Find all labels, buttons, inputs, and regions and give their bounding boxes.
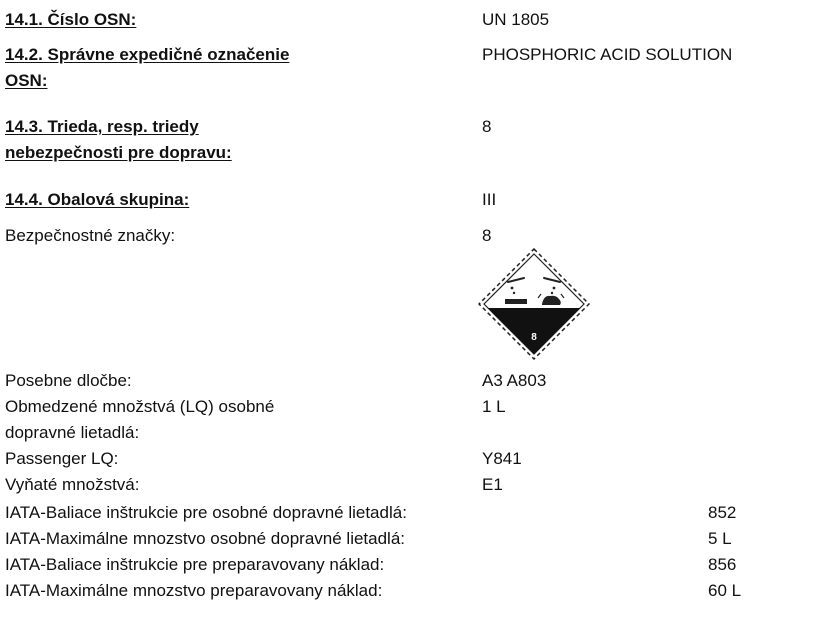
- labels-value: 8: [482, 226, 492, 245]
- hazard-class-number: 8: [531, 332, 537, 343]
- shipping-name-label-line2: OSN:: [5, 71, 48, 90]
- special-provisions-value: A3 A803: [482, 371, 547, 390]
- limited-quantity-label-line1: Obmedzené množstvá (LQ) osobné: [5, 397, 275, 416]
- packing-group-label: 14.4. Obalová skupina:: [5, 190, 190, 209]
- un-number-value: UN 1805: [482, 10, 550, 29]
- iata-value: 856: [708, 555, 737, 574]
- hazard-class-label-line1: 14.3. Trieda, resp. triedy: [5, 117, 199, 136]
- excepted-quantities-label: Vyňaté množstvá:: [5, 475, 140, 494]
- excepted-quantities-value: E1: [482, 475, 503, 494]
- iata-value: 60 L: [708, 581, 742, 600]
- iata-value: 5 L: [708, 529, 732, 548]
- corrosive-hazard-icon: 8: [478, 248, 590, 360]
- packing-group-value: III: [482, 190, 497, 209]
- labels-label: Bezpečnostné značky:: [5, 226, 176, 245]
- passenger-lq-value: Y841: [482, 449, 522, 468]
- shipping-name-value: PHOSPHORIC ACID SOLUTION: [482, 45, 733, 64]
- iata-label: IATA-Baliace inštrukcie pre preparavovan…: [5, 555, 385, 574]
- hazard-class-label-line2: nebezpečnosti pre dopravu:: [5, 143, 232, 162]
- passenger-lq-label: Passenger LQ:: [5, 449, 119, 468]
- iata-value: 852: [708, 503, 737, 522]
- hazard-class-value: 8: [482, 117, 492, 136]
- limited-quantity-value: 1 L: [482, 397, 506, 416]
- shipping-name-label-line1: 14.2. Správne expedičné označenie: [5, 45, 290, 64]
- iata-label: IATA-Maximálne mnozstvo osobné dopravné …: [5, 529, 406, 548]
- hazard-class-label: 14.3. Trieda, resp. triedy nebezpečnosti…: [5, 114, 475, 166]
- un-number-label: 14.1. Číslo OSN:: [5, 10, 137, 29]
- limited-quantity-label: Obmedzené množstvá (LQ) osobné dopravné …: [5, 394, 475, 446]
- limited-quantity-label-line2: dopravné lietadlá:: [5, 423, 140, 442]
- special-provisions-label: Posebne dločbe:: [5, 371, 132, 390]
- iata-label: IATA-Maximálne mnozstvo preparavovany ná…: [5, 581, 383, 600]
- shipping-name-label: 14.2. Správne expedičné označenie OSN:: [5, 42, 475, 94]
- iata-label: IATA-Baliace inštrukcie pre osobné dopra…: [5, 503, 407, 522]
